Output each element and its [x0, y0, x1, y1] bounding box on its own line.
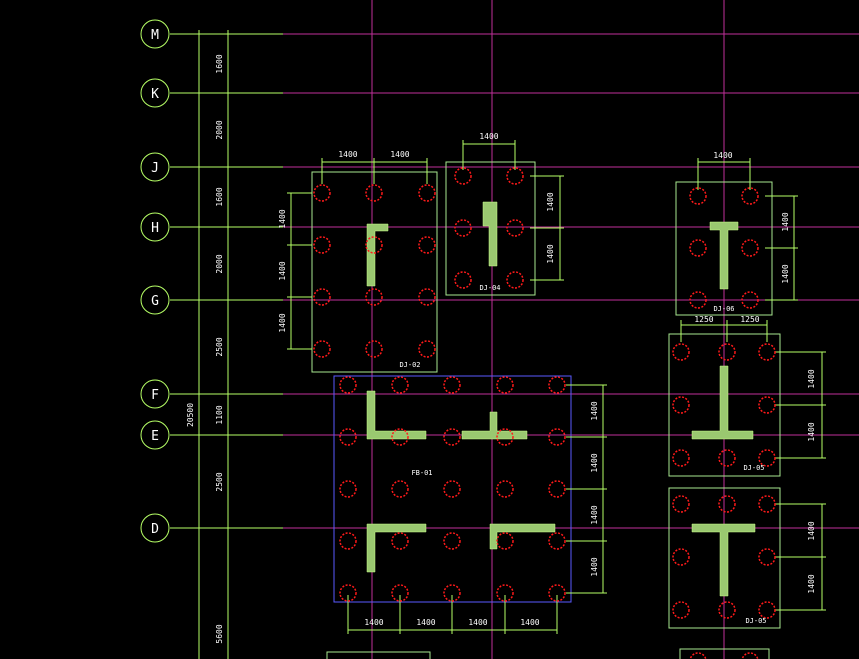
- fb01-dim-bottom-4: 1400: [520, 618, 539, 627]
- spacing-text-4: 2000: [215, 254, 224, 273]
- foundation-dj06[interactable]: 1400 1400 1400 DJ-06: [675, 151, 798, 316]
- dj05a-piles: [672, 343, 776, 467]
- dj05b-wall: [691, 523, 756, 597]
- left-dimension-texts: 1600 2000 1600 2000 2500 1100 2500 5600 …: [186, 54, 224, 643]
- dj04-dimension-lines: [462, 140, 564, 281]
- dj02-wall: [366, 223, 389, 287]
- dj04-piles: [454, 167, 524, 289]
- dj05b-dimension-lines: [775, 503, 826, 611]
- fb01-dim-bottom-3: 1400: [468, 618, 487, 627]
- fb01-tag: FB-01: [411, 469, 432, 477]
- foundation-dj02[interactable]: 1400 1400 1400 1400 1400 DJ-02: [278, 150, 438, 373]
- partial-foundations-bottom: [326, 648, 770, 659]
- fb01-dim-bottom-2: 1400: [416, 618, 435, 627]
- spacing-text-3: 1600: [215, 187, 224, 206]
- foundation-fb01[interactable]: 1400 1400 1400 1400 1400 1400 1400 1400 …: [333, 375, 607, 634]
- dj05a-dim-top-2: 1250: [740, 315, 759, 324]
- fb01-dim-bottom-1: 1400: [364, 618, 383, 627]
- dj06-tag: DJ-06: [713, 305, 734, 313]
- axis-label-g: G: [151, 294, 159, 309]
- foundation-dj04[interactable]: 1400 1400 1400 DJ-04: [445, 132, 564, 296]
- total-dimension-text: 20500: [186, 403, 195, 427]
- dj05b-outline: [668, 487, 781, 629]
- axis-bubble-h[interactable]: [140, 212, 170, 242]
- left-dimension-chain: [195, 30, 232, 659]
- dj05b-dim-side-2: 1400: [807, 574, 816, 593]
- dj06-dim-side-1: 1400: [781, 212, 790, 231]
- axis-leaders: [170, 33, 283, 529]
- spacing-text-1: 1600: [215, 54, 224, 73]
- axis-label-f: F: [151, 388, 159, 403]
- dj04-tag: DJ-04: [479, 284, 500, 292]
- dj02-dim-top-1: 1400: [338, 150, 357, 159]
- dj04-wall: [482, 201, 498, 267]
- spacing-text-8: 5600: [215, 624, 224, 643]
- dj04-dim-side-2: 1400: [546, 244, 555, 263]
- dj05b-dim-side-1: 1400: [807, 521, 816, 540]
- dj04-dim-top-1: 1400: [479, 132, 498, 141]
- fb01-piles: [339, 376, 566, 602]
- axis-bubble-k[interactable]: [140, 78, 170, 108]
- fb01-dim-side-1: 1400: [590, 401, 599, 420]
- axis-label-j: J: [151, 161, 159, 176]
- dj05a-dim-top-1: 1250: [694, 315, 713, 324]
- dj02-dim-side-2: 1400: [278, 261, 287, 280]
- fb01-walls: [366, 390, 556, 573]
- axis-label-k: K: [151, 87, 159, 102]
- dj05b-piles: [672, 495, 776, 619]
- spacing-text-7: 2500: [215, 472, 224, 491]
- spacing-text-5: 2500: [215, 337, 224, 356]
- dj05a-dim-side-1: 1400: [807, 369, 816, 388]
- axis-bubble-d[interactable]: [140, 513, 170, 543]
- dj02-dim-top-2: 1400: [390, 150, 409, 159]
- axis-bubble-m[interactable]: [140, 19, 170, 49]
- dj02-dimension-lines: [287, 158, 428, 350]
- fb01-dim-side-2: 1400: [590, 453, 599, 472]
- axis-label-m: M: [151, 28, 159, 43]
- vertical-grid-lines: [371, 0, 725, 659]
- fb01-dim-side-3: 1400: [590, 505, 599, 524]
- axis-label-h: H: [151, 221, 159, 236]
- dj02-dim-side-3: 1400: [278, 313, 287, 332]
- foundation-dj05-lower[interactable]: 1400 1400 DJ-05: [668, 487, 826, 629]
- axis-label-d: D: [151, 522, 159, 537]
- dj05a-dimension-lines: [680, 320, 826, 459]
- axis-bubble-j[interactable]: [140, 152, 170, 182]
- axis-label-e: E: [151, 429, 159, 444]
- axis-bubbles: M K J H G F E D: [140, 19, 170, 543]
- dj05b-tag: DJ-05: [745, 617, 766, 625]
- dj06-dimension-lines: [697, 158, 798, 301]
- fb01-dim-side-4: 1400: [590, 557, 599, 576]
- dj06-dim-side-2: 1400: [781, 264, 790, 283]
- axis-bubble-f[interactable]: [140, 379, 170, 409]
- dj02-dim-side-1: 1400: [278, 209, 287, 228]
- dj06-dim-top-1: 1400: [713, 151, 732, 160]
- dj02-tag: DJ-02: [399, 361, 420, 369]
- dj05a-wall: [691, 365, 754, 440]
- dj02-piles: [313, 184, 436, 358]
- axis-bubble-e[interactable]: [140, 420, 170, 450]
- dj04-dim-side-1: 1400: [546, 192, 555, 211]
- foundation-dj05-upper[interactable]: 1250 1250 1400 1400 DJ-05: [668, 315, 826, 477]
- dj06-piles: [689, 187, 759, 309]
- axis-bubble-g[interactable]: [140, 285, 170, 315]
- dj05a-tag: DJ-05: [743, 464, 764, 472]
- spacing-text-2: 2000: [215, 120, 224, 139]
- spacing-text-6: 1100: [215, 405, 224, 424]
- dj06-wall: [709, 221, 739, 290]
- fb01-dimension-lines: [347, 384, 607, 634]
- dj05a-dim-side-2: 1400: [807, 422, 816, 441]
